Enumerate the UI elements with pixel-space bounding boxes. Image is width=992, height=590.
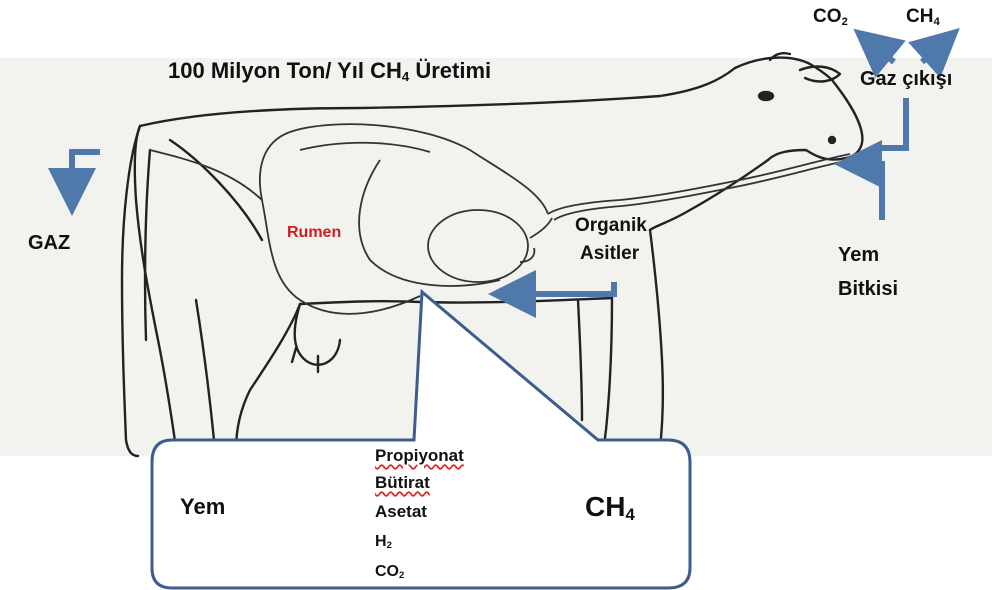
- ch4-top-label: CH4: [906, 6, 940, 28]
- callout-co2-subscript: 2: [399, 570, 404, 581]
- title-rest: Üretimi: [409, 58, 491, 83]
- diagram-title: 100 Milyon Ton/ Yıl CH4 Üretimi: [168, 58, 491, 84]
- h2-subscript: 2: [387, 540, 392, 551]
- h2-label: H2: [375, 533, 392, 551]
- feed-arrow: [858, 164, 882, 220]
- title-main: 100 Milyon Ton/ Yıl CH: [168, 58, 402, 83]
- co2-arrow: [872, 44, 894, 62]
- co2-label: CO2: [813, 6, 848, 28]
- callout-co2-main: CO: [375, 563, 399, 580]
- rumen-label: Rumen: [287, 224, 341, 242]
- organic-acids-label-line2: Asitler: [580, 243, 639, 265]
- feed-plant-label-line2: Bitkisi: [838, 278, 898, 301]
- co2-main: CO: [813, 6, 842, 27]
- digestive-tract: [150, 124, 850, 314]
- title-subscript: 4: [402, 69, 409, 84]
- gaz-arrow: [72, 152, 100, 192]
- feed-plant-label-line1: Yem: [838, 244, 879, 267]
- acids-arrow: [512, 282, 614, 294]
- callout-output-main: CH: [585, 491, 625, 522]
- gas-exit-label: Gaz çıkışı: [860, 68, 952, 91]
- ch4-top-main: CH: [906, 6, 933, 27]
- callout-output-label: CH4: [585, 491, 635, 523]
- acetate-label: Asetat: [375, 502, 427, 522]
- organic-acids-label-line1: Organik: [575, 215, 647, 237]
- callout-input-label: Yem: [180, 494, 225, 520]
- callout-co2-label: CO2: [375, 563, 404, 581]
- h2-main: H: [375, 533, 387, 550]
- gas-exit-bracket: [882, 98, 906, 148]
- co2-subscript: 2: [842, 16, 848, 28]
- propionate-label: Propiyonat: [375, 446, 464, 466]
- gaz-label: GAZ: [28, 232, 70, 255]
- ch4-top-subscript: 4: [933, 16, 939, 28]
- butyrate-label: Bütirat: [375, 473, 430, 493]
- callout-output-subscript: 4: [625, 505, 634, 524]
- callout-box: [152, 292, 690, 588]
- ch4-arrow: [922, 44, 942, 62]
